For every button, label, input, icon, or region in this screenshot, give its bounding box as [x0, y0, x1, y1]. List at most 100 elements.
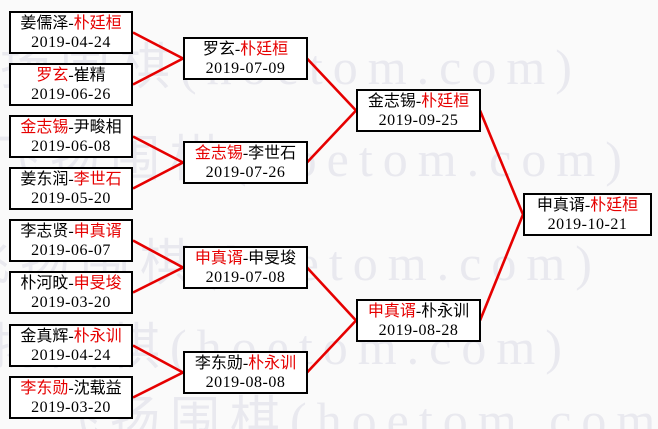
player-name: 朴永训: [421, 303, 470, 320]
match-date: 2019-06-07: [31, 242, 111, 259]
match-players: 姜儒泽-朴廷桓: [11, 14, 131, 33]
player-name: 申真谞: [536, 197, 585, 214]
player-separator: -: [415, 303, 422, 320]
match-box: 姜儒泽-朴廷桓 2019-04-24: [9, 11, 133, 54]
player-name: 崔精: [73, 67, 106, 84]
connector-line: [132, 371, 184, 399]
match-date: 2019-03-20: [31, 294, 111, 311]
match-box: 金真辉-朴永训 2019-04-24: [9, 324, 133, 367]
match-date: 2019-06-26: [31, 86, 111, 103]
match-date: 2019-03-20: [31, 399, 111, 416]
match-box: 朴河旼-申旻埈 2019-03-20: [9, 271, 133, 314]
player-name: 申真谞: [367, 303, 416, 320]
player-name: 申旻埈: [73, 275, 122, 292]
match-box: 姜东润-李世石 2019-05-20: [9, 167, 133, 210]
player-name: 朴廷桓: [240, 41, 289, 58]
match-players: 申真谞-申旻埈: [185, 249, 306, 268]
player-separator: -: [68, 171, 74, 188]
player-separator: -: [584, 197, 591, 214]
match-box: 申真谞-申旻埈 2019-07-08: [183, 246, 308, 289]
player-name: 金真辉: [20, 328, 69, 345]
player-separator: -: [68, 67, 74, 84]
player-name: 姜东润: [20, 171, 69, 188]
match-date: 2019-10-21: [547, 216, 628, 233]
connector-line: [478, 214, 525, 321]
player-separator: -: [415, 93, 422, 110]
match-date: 2019-06-08: [31, 138, 111, 155]
connector-line: [306, 109, 357, 164]
player-name: 沈载益: [73, 380, 122, 397]
match-date: 2019-05-20: [31, 190, 111, 207]
match-players: 朴河旼-申旻埈: [11, 274, 131, 293]
match-date: 2019-04-24: [31, 347, 111, 364]
player-name: 朴廷桓: [590, 197, 639, 214]
match-players: 罗玄-崔精: [11, 66, 131, 85]
match-date: 2019-07-26: [205, 164, 286, 181]
player-name: 申旻埈: [248, 250, 297, 267]
player-name: 李东勋: [20, 380, 69, 397]
connector-line: [478, 110, 525, 215]
match-date: 2019-08-08: [205, 374, 286, 391]
match-box: 李东勋-朴永训 2019-08-08: [183, 351, 308, 394]
connector-line: [132, 161, 184, 190]
player-name: 姜儒泽: [20, 15, 69, 32]
player-name: 申真谞: [73, 223, 122, 240]
match-date: 2019-04-24: [31, 34, 111, 51]
player-separator: -: [242, 355, 249, 372]
player-name: 李东勋: [194, 355, 243, 372]
match-date: 2019-07-09: [205, 60, 286, 77]
player-separator: -: [68, 328, 74, 345]
match-box: 罗玄-崔精 2019-06-26: [9, 63, 133, 106]
match-box: 李志贤-申真谞 2019-06-07: [9, 219, 133, 262]
player-separator: -: [242, 250, 249, 267]
player-name: 李世石: [73, 171, 122, 188]
match-date: 2019-07-08: [205, 269, 286, 286]
connector-line: [132, 31, 184, 60]
player-name: 朴廷桓: [421, 93, 470, 110]
match-box: 罗玄-朴廷桓 2019-07-09: [183, 37, 308, 80]
match-box: 李东勋-沈载益 2019-03-20: [9, 376, 133, 419]
player-name: 罗玄: [36, 67, 69, 84]
match-date: 2019-08-28: [378, 322, 459, 339]
player-separator: -: [68, 223, 74, 240]
match-box: 金志锡-李世石 2019-07-26: [183, 141, 308, 184]
player-name: 尹畯相: [73, 119, 122, 136]
player-name: 金志锡: [194, 145, 243, 162]
player-name: 罗玄: [202, 41, 235, 58]
player-separator: -: [68, 119, 74, 136]
player-name: 申真谞: [194, 250, 243, 267]
match-box: 金志锡-尹畯相 2019-06-08: [9, 115, 133, 158]
player-name: 朴河旼: [20, 275, 69, 292]
match-players: 金志锡-朴廷桓: [358, 92, 479, 111]
match-players: 李东勋-朴永训: [185, 354, 306, 373]
player-separator: -: [68, 15, 74, 32]
connector-line: [306, 266, 357, 322]
watermark-text: 飞扬围棋(hoetom.com): [50, 392, 658, 429]
match-box: 申真谞-朴永训 2019-08-28: [356, 299, 481, 342]
connector-line: [132, 266, 184, 294]
match-players: 申真谞-朴廷桓: [525, 196, 650, 215]
player-name: 朴永训: [248, 355, 297, 372]
match-players: 金志锡-李世石: [185, 144, 306, 163]
connector-line: [132, 135, 184, 164]
match-players: 金真辉-朴永训: [11, 327, 131, 346]
match-players: 姜东润-李世石: [11, 170, 131, 189]
connector-line: [132, 344, 184, 374]
player-separator: -: [234, 41, 241, 58]
match-players: 李志贤-申真谞: [11, 222, 131, 241]
match-date: 2019-09-25: [378, 112, 459, 129]
match-box: 申真谞-朴廷桓 2019-10-21: [523, 193, 652, 236]
match-players: 金志锡-尹畯相: [11, 118, 131, 137]
match-box: 金志锡-朴廷桓 2019-09-25: [356, 89, 481, 132]
player-separator: -: [68, 275, 74, 292]
player-name: 李世石: [248, 145, 297, 162]
player-name: 朴廷桓: [73, 15, 122, 32]
connector-line: [132, 239, 184, 269]
player-name: 朴永训: [73, 328, 122, 345]
player-separator: -: [242, 145, 249, 162]
connector-line: [306, 57, 357, 112]
match-players: 李东勋-沈载益: [11, 379, 131, 398]
connector-line: [306, 319, 357, 374]
